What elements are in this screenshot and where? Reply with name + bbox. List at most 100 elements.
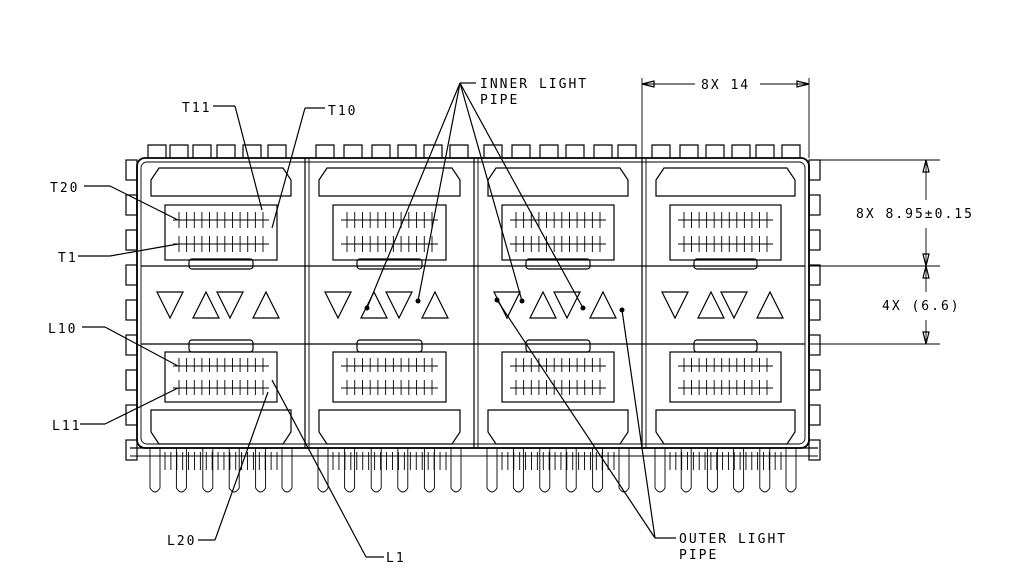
board-pin	[423, 448, 435, 493]
light-pipe-down-triangle	[720, 291, 748, 320]
leader-inner-2	[417, 82, 461, 302]
upper-port-opening	[669, 204, 782, 261]
light-pipe-up-triangle	[360, 290, 388, 319]
board-pin	[654, 448, 666, 493]
leader-l20	[214, 391, 269, 541]
left-side-tab	[125, 369, 138, 391]
top-tab	[192, 144, 212, 158]
board-pin	[486, 448, 498, 493]
top-tab	[651, 144, 671, 158]
top-tab	[483, 144, 503, 158]
top-tab	[731, 144, 751, 158]
leader-t20	[109, 185, 179, 221]
upper-port-opening	[332, 204, 447, 261]
callout-t20: T20	[50, 181, 79, 196]
right-side-tab	[808, 369, 821, 391]
lower-port-lip	[188, 339, 254, 353]
leader-l10	[104, 326, 179, 367]
top-tab	[781, 144, 801, 158]
light-pipe-down-triangle	[385, 291, 413, 320]
callout-outer-light-pipe-line1: OUTER LIGHT	[679, 532, 787, 547]
dim-arrow-bottom	[922, 331, 930, 345]
left-side-tab	[125, 229, 138, 251]
light-pipe-up-triangle	[192, 290, 220, 319]
board-pin	[228, 448, 240, 493]
callout-t1: T1	[58, 251, 78, 266]
callout-inner-light-pipe-line1: INNER LIGHT	[480, 77, 588, 92]
light-pipe-up-triangle	[589, 290, 617, 319]
callout-l11: L11	[52, 419, 81, 434]
right-side-tab	[808, 404, 821, 426]
leader-outer-2	[621, 309, 656, 539]
light-pipe-down-triangle	[324, 291, 352, 320]
upper-latch	[150, 167, 292, 197]
board-pin	[706, 448, 718, 493]
board-pin	[592, 448, 604, 493]
leader-t10	[271, 107, 306, 229]
top-tab	[449, 144, 469, 158]
leader-t11	[234, 105, 263, 211]
callout-outer-light-pipe-line2: PIPE	[679, 548, 718, 563]
top-tab	[169, 144, 189, 158]
lower-latch	[487, 409, 629, 445]
upper-port-lip	[188, 258, 254, 270]
board-pin	[539, 448, 551, 493]
lower-latch	[150, 409, 292, 445]
dimension-gap: 4X (6.6)	[882, 299, 961, 314]
top-tab	[343, 144, 363, 158]
top-tab	[679, 144, 699, 158]
leader-inner-3	[459, 82, 523, 302]
left-side-tab	[125, 264, 138, 286]
lower-port-lip	[693, 339, 758, 353]
lower-port-lip	[525, 339, 591, 353]
left-side-tab	[125, 439, 138, 461]
top-tab	[371, 144, 391, 158]
leader-outer-1	[496, 299, 656, 539]
leader-t1	[109, 243, 179, 257]
right-side-tab	[808, 334, 821, 356]
board-pin	[397, 448, 409, 493]
top-tab	[315, 144, 335, 158]
top-tab	[755, 144, 775, 158]
top-tab	[267, 144, 287, 158]
left-side-tab	[125, 194, 138, 216]
lower-port-opening	[164, 351, 278, 403]
port-column	[486, 167, 630, 493]
leader-inner-1	[366, 82, 461, 309]
leader-outer-dot	[494, 297, 500, 303]
leader-outer-dot	[619, 307, 625, 313]
board-pin	[733, 448, 745, 493]
top-tab	[242, 144, 262, 158]
lower-port-opening	[669, 351, 782, 403]
board-pin	[344, 448, 356, 493]
top-tab	[593, 144, 613, 158]
lower-port-opening	[332, 351, 447, 403]
board-pin	[450, 448, 462, 493]
leader-l1	[271, 379, 367, 558]
right-side-tab	[808, 439, 821, 461]
leader-inner-dot	[364, 305, 370, 311]
board-pin	[202, 448, 214, 493]
right-side-tab	[808, 299, 821, 321]
dimension-row-pitch: 8X 8.95±0.15	[856, 207, 974, 222]
top-tab	[423, 144, 443, 158]
left-side-tab	[125, 299, 138, 321]
port-column	[317, 167, 462, 493]
upper-port-lip	[525, 258, 591, 270]
lower-port-opening	[501, 351, 615, 403]
left-side-tab	[125, 404, 138, 426]
callout-t11: T11	[182, 101, 211, 116]
board-pin	[255, 448, 267, 493]
light-pipe-up-triangle	[252, 290, 280, 319]
top-tab	[511, 144, 531, 158]
callout-l20: L20	[167, 534, 196, 549]
dim-arrow-top	[922, 159, 930, 173]
upper-latch	[318, 167, 461, 197]
right-side-tab	[808, 194, 821, 216]
upper-port-lip	[356, 258, 423, 270]
board-pin	[370, 448, 382, 493]
callout-l10: L10	[48, 322, 77, 337]
callout-l1: L1	[386, 551, 406, 566]
upper-latch	[487, 167, 629, 197]
